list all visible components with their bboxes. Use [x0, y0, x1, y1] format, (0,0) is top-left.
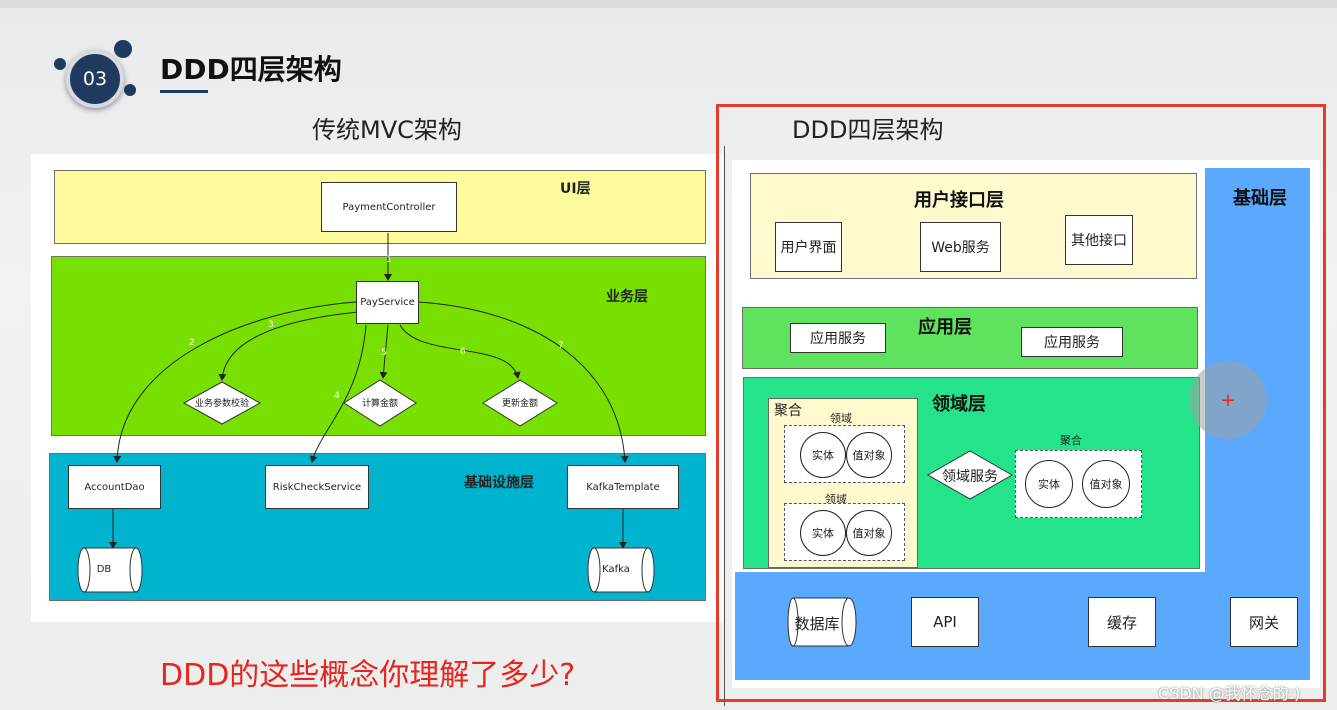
ddd-infra-label: 基础层	[1233, 188, 1287, 209]
edge-4	[309, 324, 367, 463]
entity-circle-1: 实体	[800, 432, 846, 478]
aggregate-label-1: 聚合	[774, 403, 802, 419]
aggregate-label-2: 聚合	[1060, 434, 1082, 447]
db-label: DB	[96, 564, 112, 575]
edge-label-3: 3	[268, 320, 274, 330]
divider-line	[724, 146, 725, 706]
mvc-biz-layer-label: 业务层	[606, 289, 648, 305]
ddd-title: DDD四层架构	[792, 116, 944, 144]
domain-label-2: 领域	[825, 493, 847, 506]
db-cylinder	[77, 547, 143, 593]
badge-dot-left	[54, 58, 66, 70]
edge-label-1: 1	[386, 255, 392, 265]
edge-label-2: 2	[189, 338, 195, 348]
edge-label-4: 4	[334, 391, 340, 401]
app-service-1: 应用服务	[790, 323, 886, 353]
param-check-label: 业务参数校验	[194, 399, 249, 409]
entity-circle-2: 实体	[800, 510, 846, 556]
edge-6	[399, 324, 521, 379]
risk-check-node: RiskCheckService	[265, 465, 369, 509]
payment-controller-node: PaymentController	[321, 182, 457, 232]
pay-service-node: PayService	[356, 281, 419, 324]
ddd-highlight-frame	[716, 104, 1326, 702]
ddd-domain-layer-label: 领域层	[932, 394, 986, 415]
ddd-ui-layer-label: 用户接口层	[914, 190, 1004, 211]
domain-service-label: 领域服务	[942, 469, 998, 485]
badge-number: 03	[82, 68, 108, 90]
edge-label-7: 7	[558, 341, 564, 351]
param-check-diamond	[182, 381, 262, 425]
watermark: CSDN @我怀念的:)	[1158, 684, 1301, 703]
account-dao-node: AccountDao	[68, 465, 161, 509]
title-underline	[160, 90, 208, 93]
domain-label-1: 领域	[830, 412, 852, 425]
infra-item-cache: 缓存	[1088, 597, 1156, 647]
ddd-app-layer-label: 应用层	[918, 317, 972, 338]
edge-5	[379, 324, 389, 379]
infra-item-gateway: 网关	[1230, 597, 1298, 647]
ui-item-other-interface: 其他接口	[1065, 215, 1133, 265]
entity-circle-3: 实体	[1025, 460, 1073, 508]
mvc-infra-layer-label: 基础设施层	[464, 475, 534, 491]
edge-label-5: 5	[381, 348, 387, 358]
mvc-ui-layer-label: UI层	[560, 181, 591, 197]
edge-7	[417, 301, 629, 463]
app-service-2: 应用服务	[1021, 327, 1123, 357]
page-title: DDD四层架构	[160, 53, 342, 86]
edge-3	[218, 311, 359, 381]
kafka-label: Kafka	[602, 564, 630, 575]
top-bar	[0, 0, 1337, 8]
edge-label-6: 6	[460, 347, 466, 357]
value-object-circle-3: 值对象	[1082, 460, 1130, 508]
mvc-title: 传统MVC架构	[312, 116, 462, 144]
update-amount-diamond	[482, 379, 558, 427]
value-object-circle-2: 值对象	[846, 510, 892, 556]
kafka-cylinder	[587, 547, 655, 593]
calc-amount-diamond	[343, 379, 417, 427]
cursor-plus-icon: +	[1189, 361, 1267, 439]
infra-item-api: API	[911, 597, 979, 647]
kafka-template-node: KafkaTemplate	[567, 465, 679, 509]
update-amount-label: 更新金额	[501, 399, 538, 409]
question-text: DDD的这些概念你理解了多少?	[160, 658, 576, 693]
section-number-badge: 03	[66, 50, 124, 108]
calc-amount-label: 计算金额	[361, 399, 398, 409]
ui-item-web-service: Web服务	[920, 222, 1001, 272]
badge-dot-right	[124, 84, 136, 96]
value-object-circle-1: 值对象	[846, 432, 892, 478]
edge-2	[113, 301, 357, 463]
badge-dot-top	[114, 40, 132, 58]
infra-item-database: 数据库	[794, 615, 840, 633]
cursor-plus-glyph: +	[1220, 389, 1236, 411]
ui-item-user-interface: 用户界面	[775, 222, 842, 272]
